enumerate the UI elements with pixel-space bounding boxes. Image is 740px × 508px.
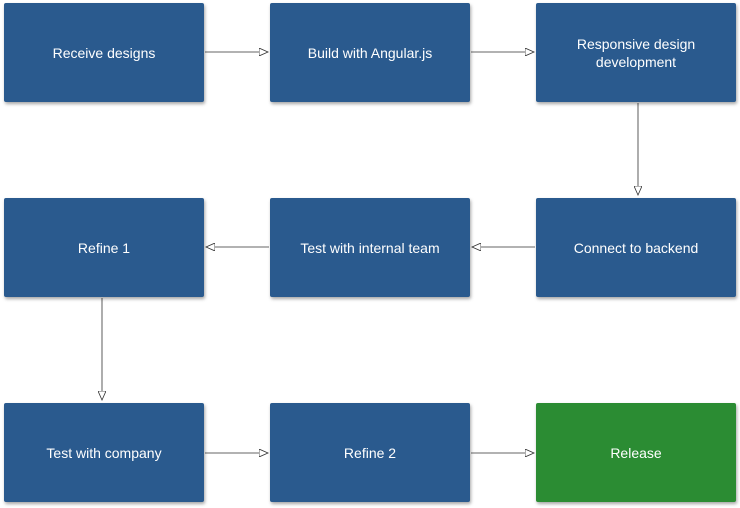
node-release[interactable]: Release [536, 403, 736, 502]
node-label: Refine 1 [77, 239, 131, 256]
node-label: Release [610, 444, 662, 461]
node-label: Receive designs [52, 44, 156, 61]
node-label: Test with company [46, 444, 162, 461]
node-label: Responsive design development [576, 35, 696, 70]
node-receive-designs[interactable]: Receive designs [4, 3, 204, 102]
node-build-angular[interactable]: Build with Angular.js [270, 3, 470, 102]
node-label: Test with internal team [300, 239, 440, 256]
node-label: Refine 2 [343, 444, 397, 461]
node-label: Connect to backend [573, 239, 699, 256]
node-connect-backend[interactable]: Connect to backend [536, 198, 736, 297]
node-refine-1[interactable]: Refine 1 [4, 198, 204, 297]
node-test-internal[interactable]: Test with internal team [270, 198, 470, 297]
node-responsive-design[interactable]: Responsive design development [536, 3, 736, 102]
node-test-company[interactable]: Test with company [4, 403, 204, 502]
node-label: Build with Angular.js [307, 44, 433, 61]
node-refine-2[interactable]: Refine 2 [270, 403, 470, 502]
